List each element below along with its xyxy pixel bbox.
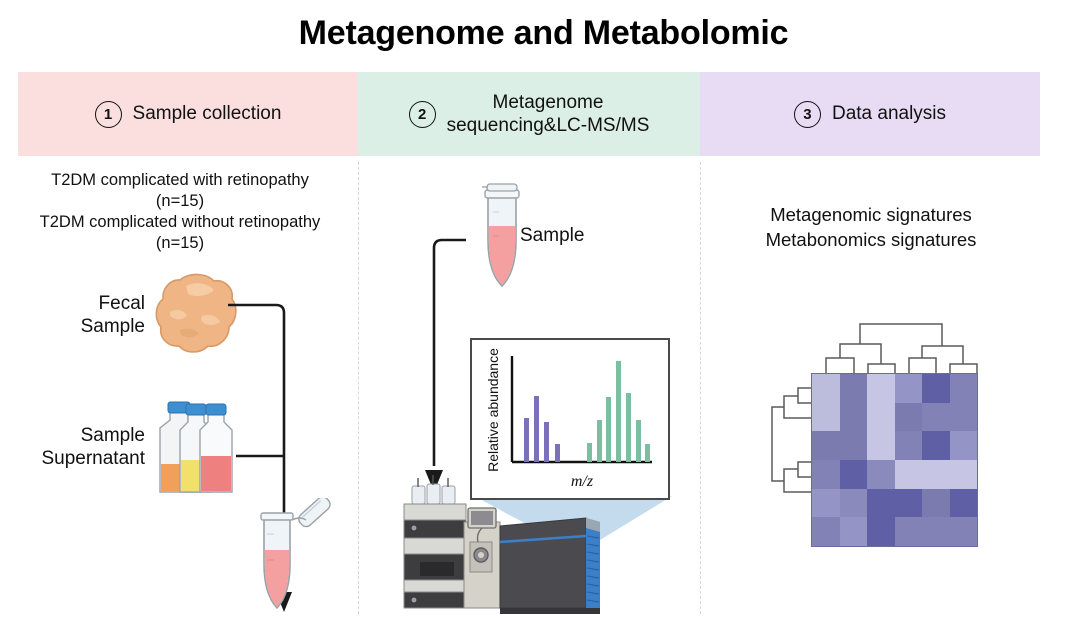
cohort-line-4: (n=15) (155, 234, 205, 253)
spectrum-xlabel: m/z (571, 473, 594, 490)
heatmap-cell-3-2 (867, 459, 895, 489)
heatmap-cell-4-3 (894, 488, 922, 518)
fecal-sample-label-line1: Fecal (98, 293, 145, 314)
step-number-1: 1 (94, 100, 122, 128)
sample-tube-label: Sample (520, 225, 585, 246)
top-dendrogram (825, 323, 978, 374)
stage-label-1: Sample collection (133, 102, 282, 125)
fecal-sample-icon (155, 273, 237, 353)
results-line-1: Metagenomic signatures (770, 204, 972, 225)
spectrum-purple-peaks (524, 396, 560, 462)
heatmap-dendrograms (771, 323, 978, 493)
lcms-instrument-icon (403, 475, 600, 614)
stage-band-row: 1 Sample collection 2 Metagenome sequenc… (18, 72, 1040, 156)
fecal-sample-label-line2: Sample (80, 316, 145, 338)
heatmap-cell-5-3 (894, 517, 922, 546)
stage-label-2-line1: Metagenome (492, 91, 604, 113)
supernatant-label-line1: Sample (80, 425, 145, 446)
heatmap-cell-1-3 (894, 402, 922, 432)
heatmap-cell-0-3 (894, 374, 922, 403)
spectrum-green-peaks (587, 361, 650, 462)
heatmap-cell-0-0 (812, 374, 840, 403)
heatmap-cell-5-0 (812, 517, 840, 546)
heatmap-cell-4-0 (812, 488, 840, 518)
heatmap-cell-0-2 (867, 374, 895, 403)
stage-band-1: 1 Sample collection (18, 72, 358, 156)
results-line-2: Metabonomics signatures (765, 228, 977, 250)
heatmap (811, 373, 978, 547)
heatmap-cell-2-0 (812, 431, 840, 460)
lc-stack (403, 503, 467, 609)
culture-flasks-icon (159, 401, 233, 493)
column-divider-2 (700, 162, 701, 614)
stage-label-1-line1: Sample collection (132, 103, 282, 125)
left-dendrogram (771, 387, 812, 493)
heatmap-cell-5-1 (839, 517, 867, 546)
sample-tube-icon (482, 183, 520, 288)
heatmap-cell-3-4 (922, 459, 950, 489)
heatmap-cell-3-5 (949, 459, 977, 489)
heatmap-cell-2-1 (839, 431, 867, 460)
step-number-3: 3 (793, 100, 821, 128)
stage-label-2: Metagenome sequencing&LC-MS/MS (447, 91, 650, 137)
ms-console (463, 507, 501, 609)
heatmap-cell-1-5 (949, 402, 977, 432)
heatmap-cell-3-3 (894, 459, 922, 489)
heatmap-cell-1-1 (839, 402, 867, 432)
ms-body (499, 517, 600, 614)
solvent-bottles (411, 475, 456, 505)
stage-band-2: 2 Metagenome sequencing&LC-MS/MS (358, 72, 700, 156)
sample-supernatant-label: Sample Supernatant (10, 424, 145, 470)
cohort-description: T2DM complicated with retinopathy (n=15)… (8, 170, 352, 254)
heatmap-cell-1-0 (812, 402, 840, 432)
heatmap-cell-3-0 (812, 459, 840, 489)
heatmap-cell-3-1 (839, 459, 867, 489)
stage-label-2-line2: sequencing&LC-MS/MS (446, 115, 650, 136)
cohort-line-3: T2DM complicated without retinopathy (39, 213, 321, 232)
heatmap-cell-1-4 (922, 402, 950, 432)
stage-band-3: 3 Data analysis (700, 72, 1040, 156)
heatmap-cell-4-2 (867, 488, 895, 518)
heatmap-cell-2-2 (867, 431, 895, 460)
heatmap-cell-4-5 (949, 488, 977, 518)
cohort-line-2: (n=15) (155, 192, 205, 211)
heatmap-cell-0-1 (839, 374, 867, 403)
column-divider-1 (358, 162, 359, 614)
stage-label-3: Data analysis (832, 102, 946, 125)
step-number-2: 2 (408, 100, 436, 128)
mass-spectrum-chart: Relative abundance m/z (470, 338, 670, 500)
heatmap-cell-0-5 (949, 374, 977, 403)
stage-label-3-line1: Data analysis (831, 103, 947, 125)
cohort-line-1: T2DM complicated with retinopathy (51, 171, 309, 189)
figure-title: Metagenome and Metabolomic (298, 14, 789, 52)
heatmap-grid (811, 373, 978, 547)
supernatant-label-line2: Supernatant (41, 448, 145, 470)
heatmap-cell-2-4 (922, 431, 950, 460)
heatmap-cell-5-4 (922, 517, 950, 546)
heatmap-cell-2-3 (894, 431, 922, 460)
heatmap-cell-5-2 (867, 517, 895, 546)
fecal-sample-label: Fecal Sample (30, 292, 145, 338)
heatmap-cell-5-5 (949, 517, 977, 546)
heatmap-cell-4-4 (922, 488, 950, 518)
heatmap-cell-0-4 (922, 374, 950, 403)
heatmap-cell-2-5 (949, 431, 977, 460)
spectrum-ylabel: Relative abundance (485, 348, 501, 472)
results-caption: Metagenomic signatures Metabonomics sign… (706, 203, 1036, 252)
heatmap-cell-4-1 (839, 488, 867, 518)
heatmap-cell-1-2 (867, 402, 895, 432)
open-microcentrifuge-tube-icon (260, 498, 331, 610)
